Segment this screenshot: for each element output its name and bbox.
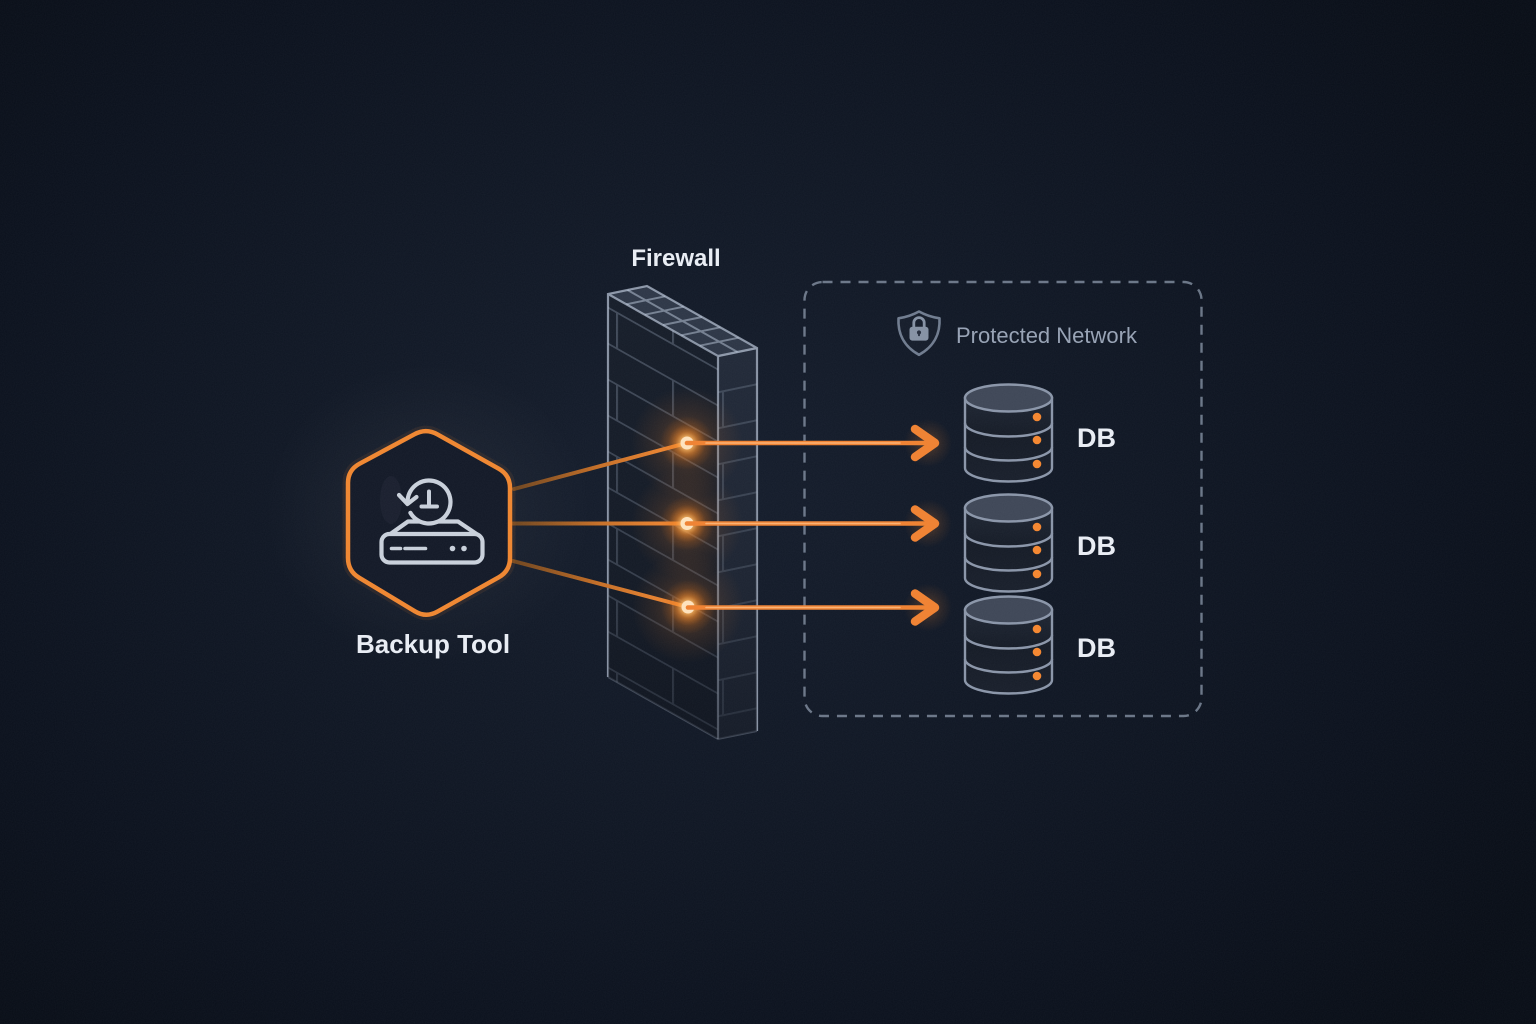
diagram-svg: Firewall Protected Network DB (0, 0, 1536, 1024)
diagram-canvas: Firewall Protected Network DB (0, 0, 1536, 1024)
grain-texture (0, 0, 1536, 1024)
